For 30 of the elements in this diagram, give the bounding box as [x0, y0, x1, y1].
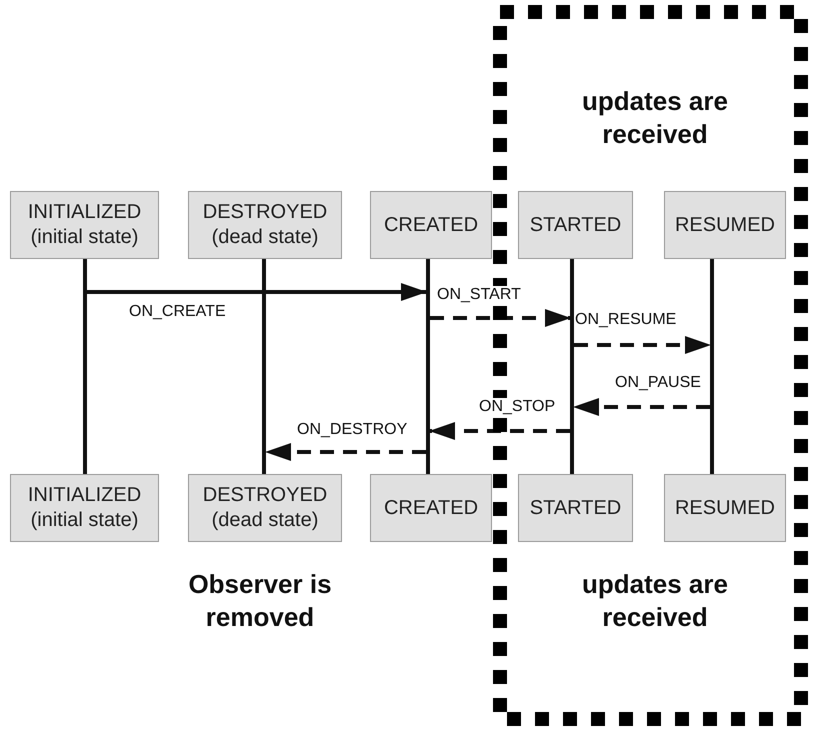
- transition-arrow: [574, 336, 711, 354]
- region-caption: updates are received: [581, 85, 729, 151]
- edge-label: ON_START: [436, 286, 522, 304]
- region-caption: updates are received: [581, 568, 729, 634]
- edge-label: ON_CREATE: [128, 303, 227, 321]
- lifeline-bar: [710, 259, 714, 474]
- lifeline-bar: [262, 259, 266, 474]
- state-box: STARTED: [518, 474, 633, 542]
- note-text: Observer is removed: [187, 568, 333, 634]
- state-box: CREATED: [370, 474, 492, 542]
- transition-arrow: [429, 422, 570, 440]
- state-box: CREATED: [370, 191, 492, 259]
- state-box: DESTROYED (dead state): [188, 474, 342, 542]
- transition-arrow: [87, 283, 427, 301]
- lifeline-bar: [570, 259, 574, 474]
- transition-arrow: [573, 398, 710, 416]
- lifeline-bar: [426, 259, 430, 474]
- transition-arrow: [265, 443, 426, 461]
- edge-label: ON_RESUME: [574, 311, 678, 329]
- state-box: INITIALIZED (initial state): [10, 191, 159, 259]
- state-box: RESUMED: [664, 191, 786, 259]
- state-box: INITIALIZED (initial state): [10, 474, 159, 542]
- lifeline-bar: [83, 259, 87, 474]
- edge-label: ON_DESTROY: [296, 421, 408, 439]
- state-box: STARTED: [518, 191, 633, 259]
- edge-label: ON_STOP: [478, 398, 556, 416]
- transition-arrow: [430, 309, 571, 327]
- edge-label: ON_PAUSE: [614, 374, 702, 392]
- state-box: RESUMED: [664, 474, 786, 542]
- state-box: DESTROYED (dead state): [188, 191, 342, 259]
